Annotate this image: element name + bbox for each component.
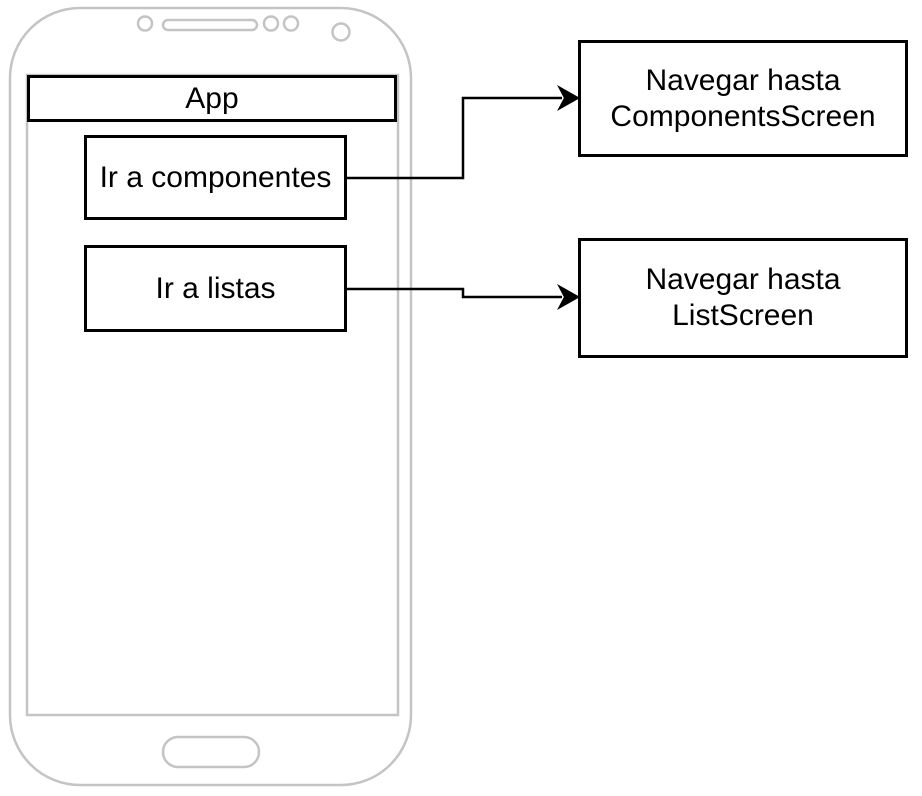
arrow-line xyxy=(347,96,562,180)
navigate-list-screen-note: Navegar hasta ListScreen xyxy=(578,238,908,358)
arrowhead-icon xyxy=(557,283,581,311)
phone-frame xyxy=(8,6,413,787)
app-title: App xyxy=(185,81,239,115)
note-line: Navegar hasta xyxy=(645,63,841,97)
sensor-dot-icon xyxy=(262,15,280,32)
note-line: Navegar hasta xyxy=(645,263,841,296)
arrowhead-icon xyxy=(557,84,581,112)
note-line: ComponentsScreen xyxy=(610,99,876,133)
sensor-dot-icon xyxy=(282,15,300,32)
go-to-lists-button[interactable]: Ir a listas xyxy=(84,245,347,332)
arrow-to-list-screen xyxy=(347,283,581,311)
camera-dot-icon xyxy=(136,15,154,32)
go-to-components-button-label: Ir a componentes xyxy=(99,160,332,194)
note-line: ListScreen xyxy=(672,299,814,332)
earpiece-speaker-icon xyxy=(161,18,259,32)
front-camera-icon xyxy=(331,22,351,42)
arrow-to-components-screen xyxy=(347,84,581,180)
app-title-bar: App xyxy=(27,75,397,122)
navigate-components-screen-note: Navegar hasta ComponentsScreen xyxy=(578,40,908,157)
home-button xyxy=(161,735,261,769)
go-to-components-button[interactable]: Ir a componentes xyxy=(84,135,347,220)
go-to-lists-button-label: Ir a listas xyxy=(155,271,276,305)
arrow-line xyxy=(347,287,562,299)
